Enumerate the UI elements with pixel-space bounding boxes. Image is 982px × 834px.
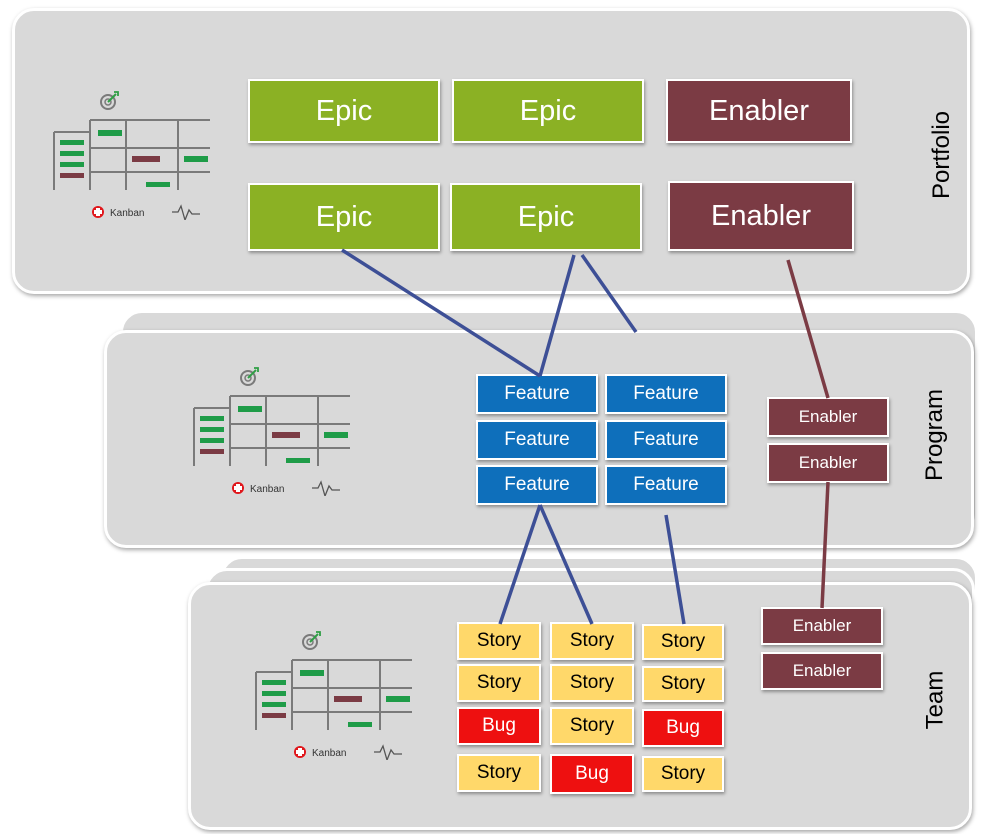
- team-enabler-box: Enabler: [761, 652, 883, 690]
- connector-feature-story: [664, 514, 686, 625]
- feature-box: Feature: [476, 420, 598, 460]
- story-card: Story: [457, 754, 541, 792]
- story-card: Story: [642, 666, 724, 702]
- program-kanban-icon: Kanban: [190, 366, 360, 501]
- portfolio-enabler-box: Enabler: [666, 79, 852, 143]
- connector-feature-story: [498, 504, 542, 625]
- portfolio-enabler-box: Enabler: [668, 181, 854, 251]
- portfolio-kanban-label: Kanban: [110, 208, 144, 219]
- connector-feature-story: [538, 504, 594, 625]
- program-enabler-box: Enabler: [767, 397, 889, 437]
- feature-box: Feature: [605, 465, 727, 505]
- story-card: Story: [642, 756, 724, 792]
- connector-epic-feature: [580, 253, 638, 334]
- epic-box: Epic: [248, 79, 440, 143]
- connector-enabler-enabler: [820, 481, 830, 609]
- epic-box: Epic: [450, 183, 642, 251]
- bug-card: Bug: [550, 754, 634, 794]
- connector-epic-feature: [341, 248, 541, 378]
- story-card: Story: [642, 624, 724, 660]
- team-enabler-box: Enabler: [761, 607, 883, 645]
- story-card: Story: [550, 707, 634, 745]
- connector-enabler-enabler: [786, 259, 830, 399]
- feature-box: Feature: [605, 420, 727, 460]
- epic-box: Epic: [248, 183, 440, 251]
- connector-epic-feature: [538, 254, 576, 377]
- portfolio-kanban-icon: Kanban: [50, 90, 220, 225]
- bug-card: Bug: [642, 709, 724, 747]
- story-card: Story: [457, 622, 541, 660]
- team-kanban-label: Kanban: [312, 748, 346, 759]
- story-card: Story: [550, 664, 634, 702]
- bug-card: Bug: [457, 707, 541, 745]
- story-card: Story: [457, 664, 541, 702]
- program-kanban-label: Kanban: [250, 484, 284, 495]
- epic-box: Epic: [452, 79, 644, 143]
- team-kanban-icon: Kanban: [252, 630, 422, 765]
- feature-box: Feature: [476, 465, 598, 505]
- feature-box: Feature: [605, 374, 727, 414]
